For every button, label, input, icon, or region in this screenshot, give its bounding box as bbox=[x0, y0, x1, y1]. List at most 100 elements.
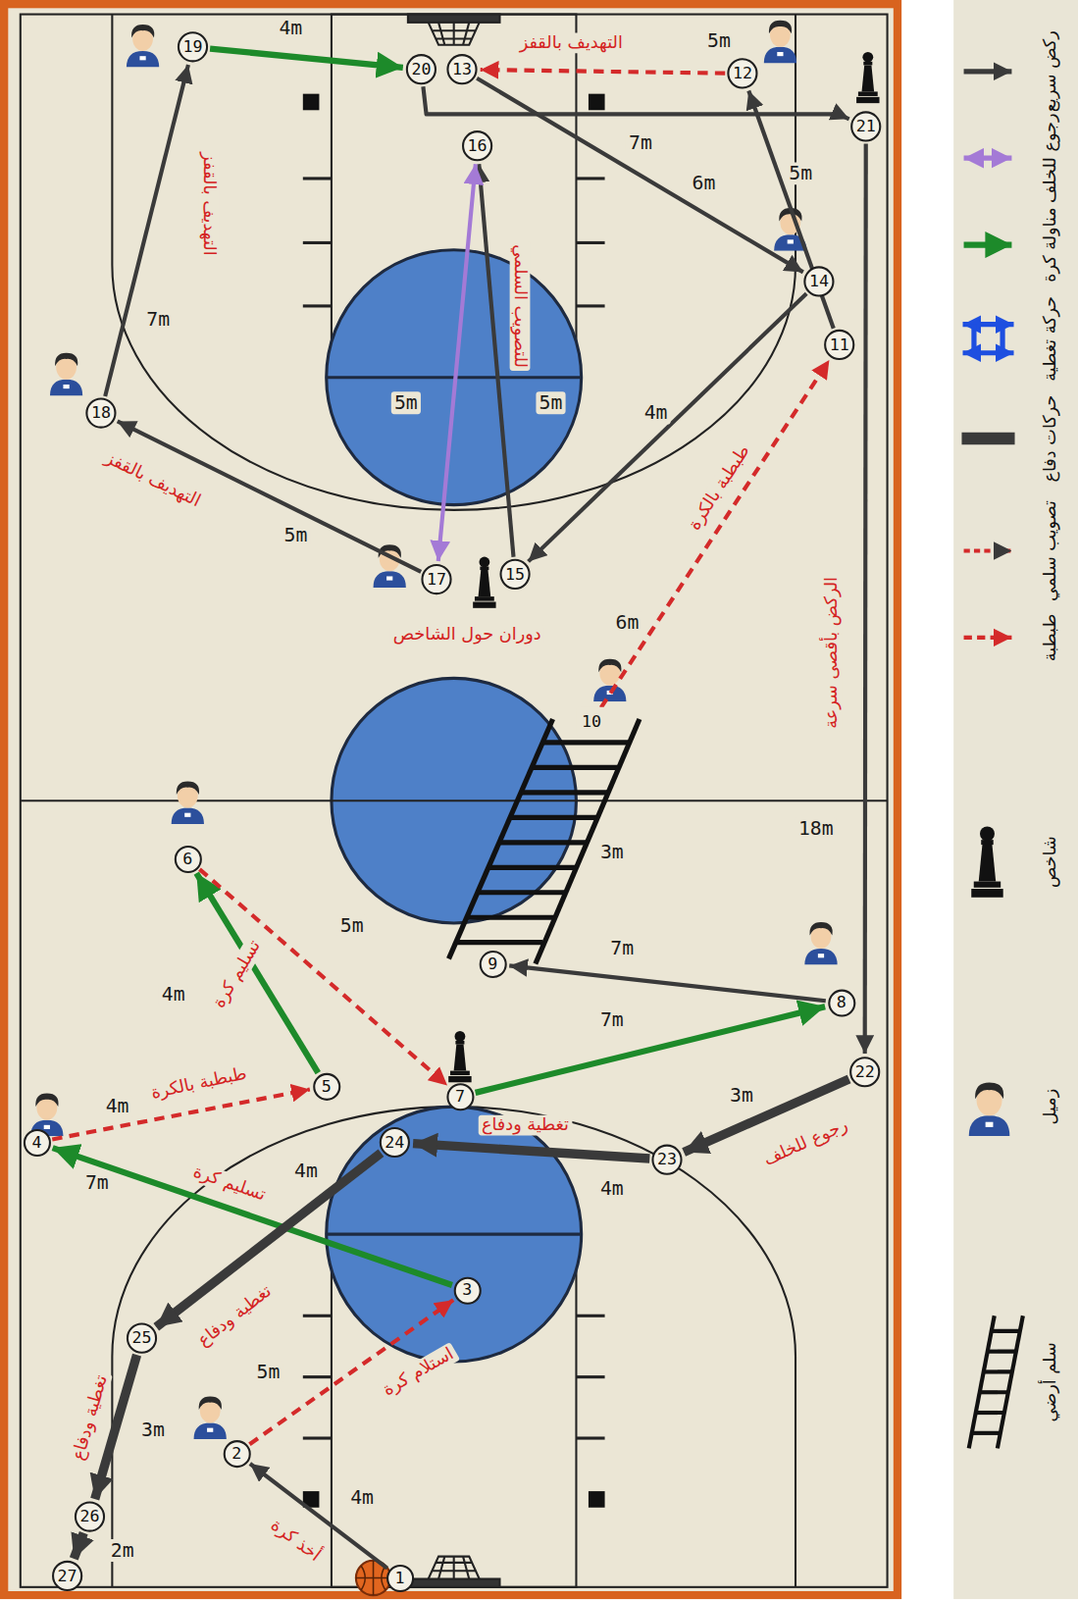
legend-panel bbox=[969, 1315, 995, 1448]
legend-panel bbox=[969, 1081, 1011, 1136]
station-circle: 12 bbox=[726, 57, 758, 89]
station-number: 21 bbox=[856, 118, 876, 136]
station-circle: 6 bbox=[173, 844, 202, 873]
station-number: 20 bbox=[410, 60, 431, 78]
station-number: 12 bbox=[732, 65, 753, 83]
court-floor bbox=[303, 1436, 332, 1439]
legend-panel bbox=[964, 68, 1013, 74]
action-label: تغطية ودفاع bbox=[478, 1115, 572, 1135]
cone-marker bbox=[856, 51, 879, 103]
station-number: 22 bbox=[855, 1063, 875, 1080]
legend-panel bbox=[953, 0, 1078, 1599]
court-floor bbox=[588, 94, 606, 111]
player-icon bbox=[30, 20, 837, 1439]
station-number: 26 bbox=[79, 1508, 100, 1526]
action-label: دوران حول الشاخص bbox=[390, 624, 545, 645]
station-number: 23 bbox=[657, 1151, 677, 1169]
action-label: الركض بأقصى سرعة bbox=[821, 573, 841, 732]
drill-arrow bbox=[199, 869, 448, 1085]
court-floor bbox=[575, 1436, 605, 1439]
basket-icon bbox=[428, 22, 480, 46]
action-label: طبطبة بالكرة bbox=[682, 438, 756, 536]
legend-panel bbox=[986, 1349, 1016, 1354]
distance-label: 5m bbox=[281, 524, 311, 548]
distance-label: 2m bbox=[107, 1539, 138, 1562]
distance-label: 3m bbox=[726, 1083, 757, 1107]
distance-label: 7m bbox=[143, 308, 173, 331]
action-label: طبطبة بالكرة bbox=[146, 1062, 252, 1104]
legend-text: تصويب سلمي bbox=[1040, 498, 1061, 604]
station-number: 24 bbox=[384, 1133, 405, 1151]
station-number: 16 bbox=[467, 137, 488, 154]
station-circle: 15 bbox=[499, 559, 530, 590]
legend-panel bbox=[997, 1315, 1024, 1448]
legend-text: طبطبة bbox=[1040, 611, 1061, 664]
distance-label: 4m bbox=[275, 17, 306, 41]
station-circle: 26 bbox=[74, 1500, 105, 1532]
legend-panel bbox=[964, 635, 1013, 640]
distance-label: 5m bbox=[535, 391, 565, 414]
court-floor bbox=[575, 241, 605, 245]
legend-panel bbox=[953, 0, 1078, 1599]
ladder-rung bbox=[520, 789, 608, 795]
player-icon bbox=[593, 659, 626, 703]
legend-panel bbox=[982, 1369, 1012, 1374]
station-circle: 21 bbox=[850, 110, 881, 142]
basket-icon bbox=[428, 1556, 480, 1580]
drill-arrow bbox=[52, 1147, 453, 1285]
station-circle: 4 bbox=[22, 1128, 51, 1156]
drill-arrow bbox=[250, 1463, 388, 1569]
station-number: 14 bbox=[809, 273, 829, 291]
ladder-rung bbox=[477, 889, 565, 895]
station-number: 10 bbox=[581, 714, 602, 731]
court-floor bbox=[3, 3, 898, 1595]
station-number: 9 bbox=[487, 955, 498, 973]
legend-panel bbox=[978, 1389, 1008, 1394]
drill-arrow bbox=[480, 69, 726, 74]
floor-ladder bbox=[448, 718, 553, 959]
station-circle: 23 bbox=[651, 1144, 682, 1176]
ladder-rung bbox=[542, 739, 629, 745]
legend-panel bbox=[961, 432, 1015, 445]
legend-panel bbox=[969, 1315, 1024, 1448]
station-circle: 3 bbox=[453, 1276, 481, 1304]
station-number: 5 bbox=[321, 1078, 332, 1095]
player-icon bbox=[171, 780, 205, 824]
distance-label: 5m bbox=[253, 1360, 283, 1384]
distance-label: 4m bbox=[641, 402, 671, 425]
drill-arrow bbox=[412, 1143, 650, 1159]
distance-label: 4m bbox=[291, 1159, 321, 1182]
player-icon bbox=[50, 353, 83, 397]
distance-label: 4m bbox=[347, 1486, 377, 1509]
distance-label: 7m bbox=[625, 131, 656, 154]
court-floor bbox=[303, 304, 332, 308]
ladder-rung bbox=[510, 815, 597, 821]
legend-panel bbox=[971, 1431, 1000, 1436]
distance-label: 3m bbox=[138, 1418, 168, 1441]
station-number: 25 bbox=[132, 1330, 153, 1347]
station-circle: 2 bbox=[222, 1439, 251, 1468]
station-circle: 11 bbox=[823, 329, 855, 360]
legend-panel bbox=[971, 324, 976, 354]
action-label: استلام كرة bbox=[376, 1341, 461, 1402]
station-circle: 19 bbox=[177, 31, 208, 62]
station-circle: 20 bbox=[406, 53, 437, 85]
court-floor bbox=[303, 1375, 332, 1379]
distance-label: 6m bbox=[612, 611, 642, 634]
legend-panel bbox=[964, 548, 1013, 553]
legend-text: مناولة كرة bbox=[1040, 205, 1061, 285]
station-number: 6 bbox=[182, 850, 193, 868]
station-number: 15 bbox=[505, 565, 525, 583]
drill-arrow bbox=[73, 1533, 84, 1559]
action-label: تسليم كرة bbox=[206, 933, 266, 1015]
distance-label: 7m bbox=[82, 1172, 112, 1195]
legend-text: سلم أرضي bbox=[1040, 1339, 1061, 1424]
drill-arrow bbox=[209, 49, 404, 68]
legend-panel bbox=[963, 324, 1015, 354]
drill-arrow bbox=[438, 163, 476, 562]
action-label: تسليم كرة bbox=[187, 1160, 271, 1206]
station-number: 18 bbox=[91, 405, 111, 422]
drill-arrow bbox=[117, 420, 422, 571]
player-icon bbox=[194, 1395, 227, 1439]
